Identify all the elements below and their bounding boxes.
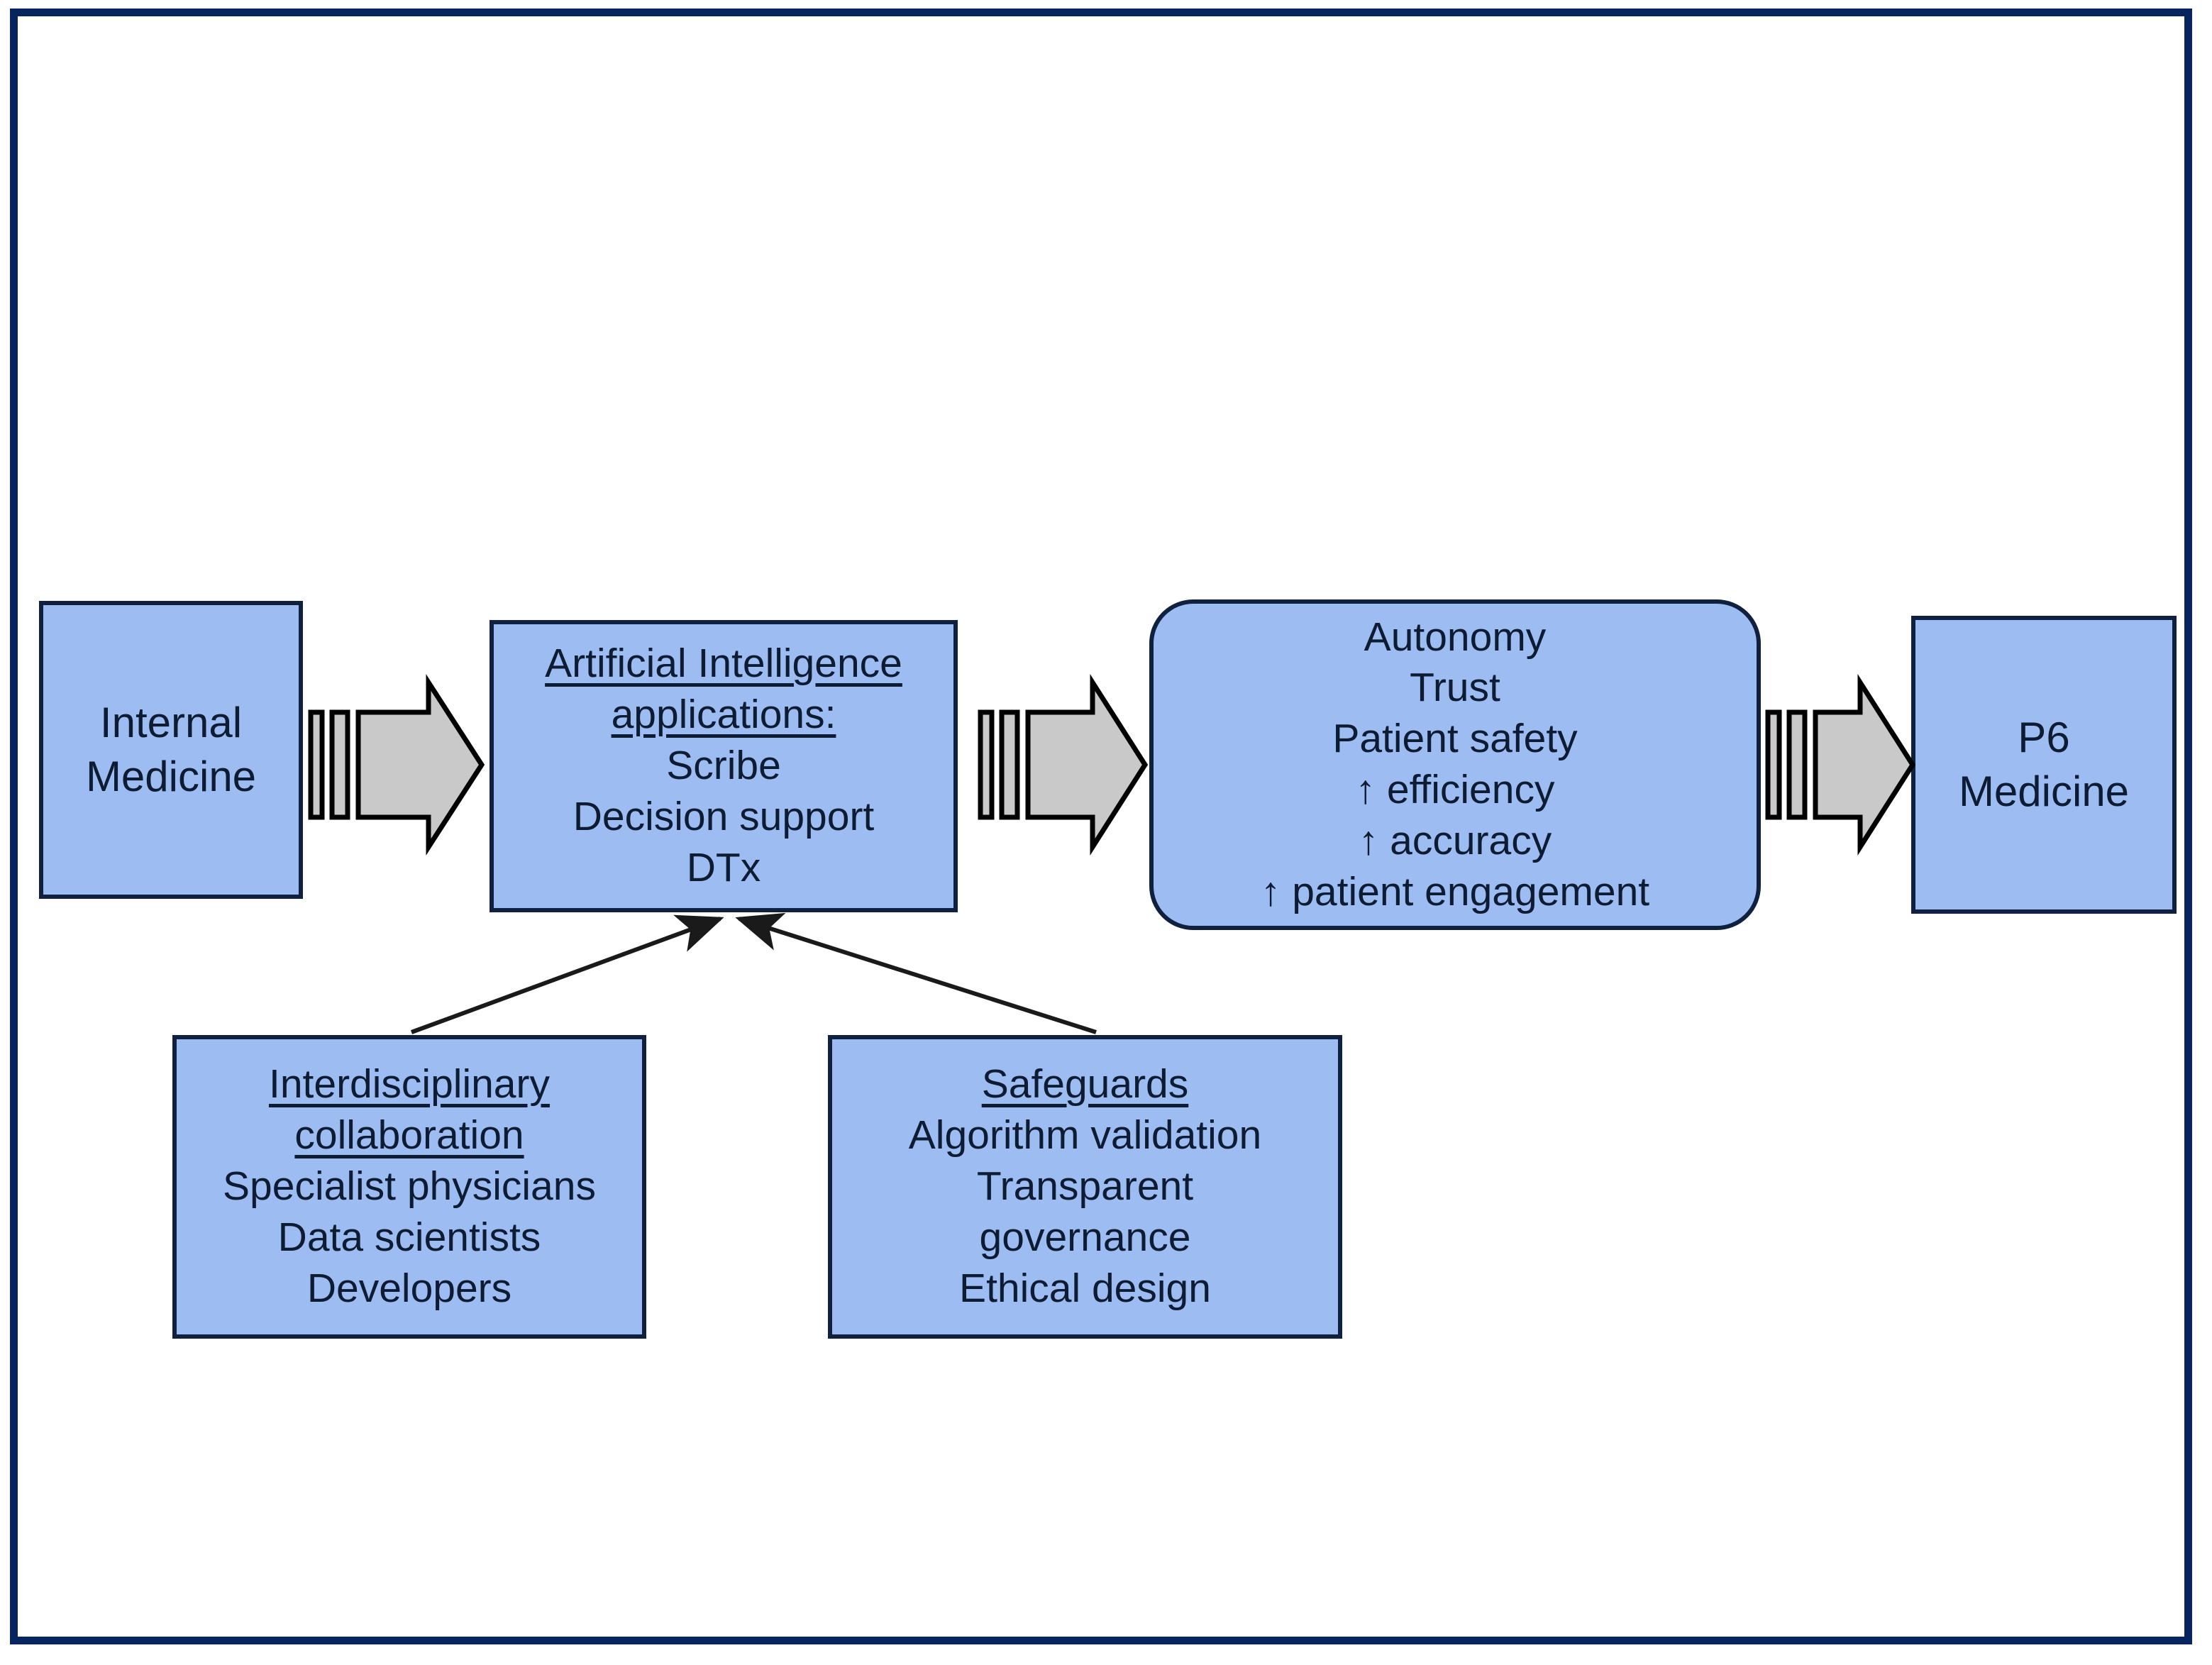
node-line: Data scientists (277, 1214, 541, 1260)
node-line: Autonomy (1364, 614, 1547, 660)
node-line: governance (979, 1214, 1191, 1260)
node-interdisciplinary-collaboration: Interdisciplinary collaboration Speciali… (172, 1035, 646, 1339)
node-heading-line: collaboration (294, 1112, 524, 1158)
node-heading-line: Safeguards (981, 1061, 1189, 1107)
node-line: Decision support (573, 793, 875, 839)
node-line: Medicine (1958, 768, 2130, 815)
node-line: Medicine (85, 753, 257, 800)
node-line: ↑ efficiency (1355, 767, 1555, 812)
node-line: Ethical design (959, 1265, 1211, 1311)
node-line: Internal (99, 699, 243, 747)
node-line: DTx (686, 844, 761, 890)
node-ai-applications: Artificial Intelligence applications: Sc… (490, 620, 958, 912)
node-line: Transparent (976, 1163, 1194, 1210)
node-line: Developers (306, 1265, 512, 1311)
node-line: ↑ accuracy (1358, 817, 1552, 863)
node-p6-medicine: P6 Medicine (1911, 616, 2177, 914)
node-internal-medicine: Internal Medicine (39, 601, 303, 899)
node-safeguards: Safeguards Algorithm validation Transpar… (828, 1035, 1342, 1339)
node-line: P6 (2018, 714, 2070, 762)
node-outcomes: Autonomy Trust Patient safety ↑ efficien… (1149, 599, 1761, 930)
figure-border (10, 9, 2192, 1644)
node-heading-line: Interdisciplinary (269, 1061, 550, 1107)
node-line: Trust (1410, 665, 1500, 711)
node-heading-line: applications: (611, 692, 836, 738)
node-line: Specialist physicians (223, 1163, 596, 1210)
node-heading-line: Artificial Intelligence (545, 641, 902, 687)
node-line: Patient safety (1332, 716, 1578, 762)
node-line: Algorithm validation (908, 1112, 1262, 1158)
node-line: ↑ patient engagement (1260, 868, 1650, 914)
node-line: Scribe (666, 743, 781, 789)
